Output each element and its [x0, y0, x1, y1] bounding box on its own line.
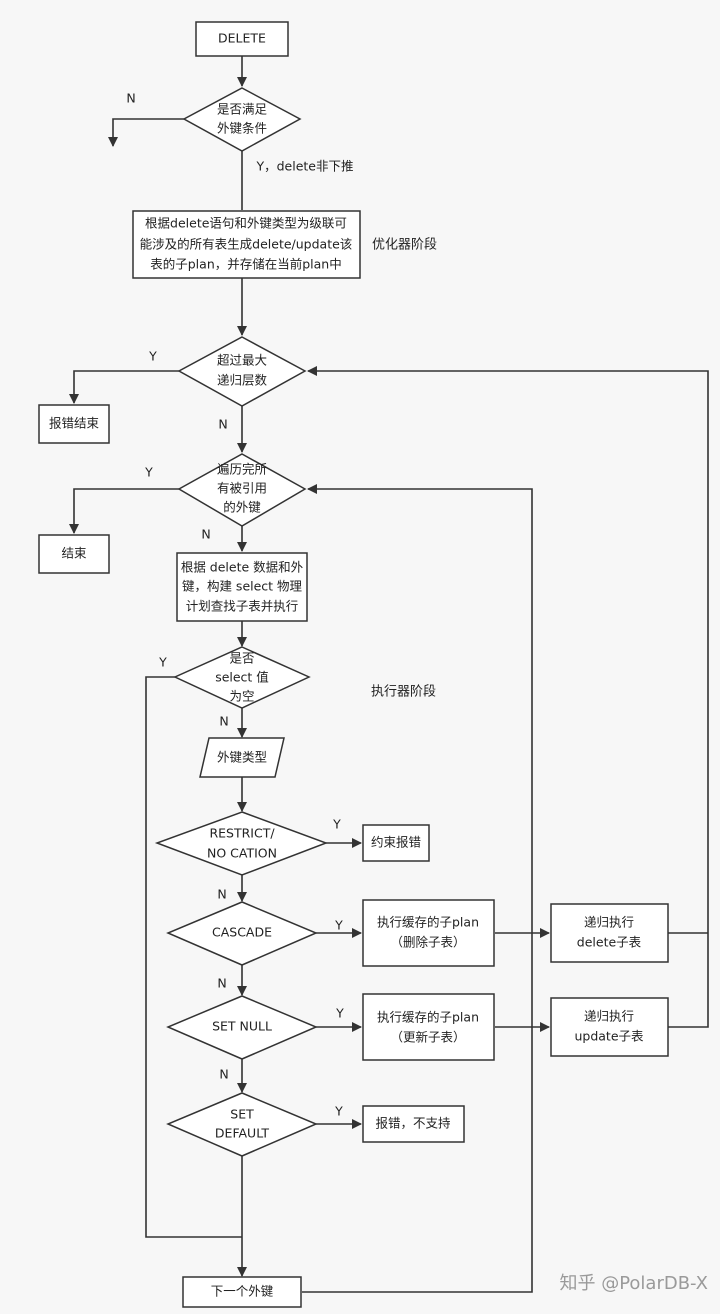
node-gen-plan-line3: 表的子plan，并存储在当前plan中: [150, 257, 341, 272]
node-fk-condition-line1: 是否满足: [217, 102, 268, 117]
node-build-select-line2: 键，构建 select 物理: [182, 579, 303, 594]
node-set-null-text: SET NULL: [212, 1019, 272, 1034]
node-all-fks-done-line1: 遍历完所: [217, 462, 267, 477]
node-delete-text: DELETE: [218, 31, 266, 46]
node-cascade-text: CASCADE: [212, 925, 272, 940]
node-next-fk-text: 下一个外键: [211, 1284, 274, 1299]
node-exec-plan-update-line2: （更新子表）: [390, 1030, 465, 1045]
node-exec-plan-update-line1: 执行缓存的子plan: [377, 1010, 479, 1025]
node-select-empty-line1: 是否: [229, 651, 254, 666]
node-fk-condition: 是否满足 外键条件: [182, 87, 302, 152]
node-constraint-error-text: 约束报错: [371, 835, 421, 850]
node-set-null: SET NULL: [166, 995, 318, 1060]
label-cascade-no: N: [217, 976, 226, 991]
edge-nextfk-loop: [302, 484, 533, 1293]
node-build-select-line3: 计划查找子表并执行: [186, 599, 299, 614]
node-max-depth-line2: 递归层数: [217, 373, 268, 388]
node-recursive-update-line2: update子表: [574, 1029, 644, 1044]
node-recursive-delete: 递归执行 delete子表: [550, 903, 669, 963]
node-set-default-line2: DEFAULT: [215, 1126, 270, 1141]
node-recursive-delete-line1: 递归执行: [584, 915, 634, 930]
watermark: 知乎 @PolarDB-X: [559, 1273, 708, 1294]
stage-optimizer: 优化器阶段: [372, 238, 437, 253]
node-select-empty-line3: 为空: [229, 689, 254, 704]
node-restrict: RESTRICT/ NO CATION: [154, 811, 329, 876]
node-unsupported-error: 报错，不支持: [362, 1105, 465, 1143]
node-all-fks-done: 遍历完所 有被引用 的外键: [177, 453, 307, 527]
label-fk-condition-yes: Y，delete非下推: [255, 159, 353, 174]
node-cascade: CASCADE: [166, 901, 318, 966]
node-set-default: SET DEFAULT: [166, 1092, 318, 1157]
label-cascade-yes: Y: [334, 918, 343, 933]
node-set-default-line1: SET: [230, 1107, 254, 1122]
edge-maxdepth-yes: [69, 370, 179, 404]
edge-condition-no: [108, 118, 184, 147]
label-restrict-no: N: [217, 887, 226, 902]
node-all-fks-done-line3: 的外键: [223, 500, 261, 515]
label-set-null-no: N: [219, 1067, 228, 1082]
node-unsupported-error-text: 报错，不支持: [375, 1116, 450, 1131]
edge-empty-yes: [145, 676, 242, 1238]
node-exec-plan-delete-line1: 执行缓存的子plan: [377, 915, 479, 930]
node-recursive-delete-line2: delete子表: [577, 935, 642, 950]
node-fk-condition-line2: 外键条件: [217, 121, 267, 136]
edge-allfks-yes: [69, 488, 179, 534]
node-next-fk: 下一个外键: [182, 1276, 302, 1308]
node-fk-type-text: 外键类型: [217, 750, 267, 765]
node-all-fks-done-line2: 有被引用: [217, 481, 267, 496]
label-select-empty-yes: Y: [158, 655, 167, 670]
node-select-empty-line2: select 值: [215, 670, 269, 685]
node-restrict-line2: NO CATION: [207, 846, 277, 861]
edges: [69, 56, 709, 1293]
label-set-default-yes: Y: [334, 1104, 343, 1119]
edge-recursive-update-loop: [307, 366, 709, 1028]
node-end-text: 结束: [61, 546, 87, 561]
node-gen-plan-line1: 根据delete语句和外键类型为级联可: [145, 216, 347, 231]
edge-labels: N Y，delete非下推 Y N Y N Y N Y N Y N Y N Y: [126, 91, 353, 1119]
node-recursive-update: 递归执行 update子表: [550, 997, 669, 1057]
node-max-depth-line1: 超过最大: [217, 353, 267, 368]
label-all-fks-no: N: [201, 527, 210, 542]
node-restrict-line1: RESTRICT/: [209, 826, 275, 841]
node-exec-plan-delete-line2: （删除子表）: [390, 935, 465, 950]
node-gen-plan-line2: 能涉及的所有表生成delete/update该: [140, 237, 353, 252]
node-exec-plan-update: 执行缓存的子plan （更新子表）: [362, 993, 495, 1061]
node-delete: DELETE: [195, 21, 289, 57]
node-build-select-line1: 根据 delete 数据和外: [181, 560, 304, 575]
node-recursive-update-line1: 递归执行: [584, 1009, 634, 1024]
label-all-fks-yes: Y: [144, 465, 153, 480]
node-gen-plan: 根据delete语句和外键类型为级联可 能涉及的所有表生成delete/upda…: [132, 210, 361, 279]
node-end: 结束: [38, 534, 110, 574]
label-set-null-yes: Y: [335, 1006, 344, 1021]
stage-executor: 执行器阶段: [371, 685, 436, 700]
label-fk-condition-no: N: [126, 91, 135, 106]
node-exec-plan-delete: 执行缓存的子plan （删除子表）: [362, 899, 495, 967]
node-select-empty: 是否 select 值 为空: [173, 646, 311, 709]
label-restrict-yes: Y: [332, 817, 341, 832]
node-error-end-text: 报错结束: [49, 416, 100, 431]
label-max-depth-no: N: [218, 417, 227, 432]
node-build-select: 根据 delete 数据和外 键，构建 select 物理 计划查找子表并执行: [176, 552, 308, 622]
node-error-end: 报错结束: [38, 404, 110, 444]
node-fk-type: 外键类型: [199, 737, 285, 778]
node-max-depth: 超过最大 递归层数: [177, 336, 307, 407]
node-constraint-error: 约束报错: [362, 824, 430, 862]
label-max-depth-yes: Y: [148, 349, 157, 364]
label-select-empty-no: N: [219, 714, 228, 729]
